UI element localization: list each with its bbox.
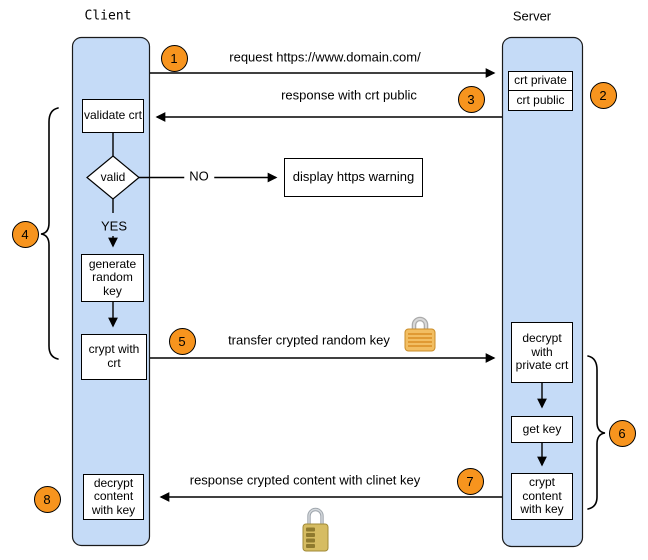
step-badge-1: 1 xyxy=(160,44,188,72)
server-lifeline xyxy=(501,36,584,548)
decrypt-with-private-crt-node: decrypt with private crt xyxy=(511,322,573,383)
server-actor-label: Server xyxy=(512,8,552,24)
crypt-with-crt-node: crypt with crt xyxy=(81,334,147,380)
transfer-key-message-label: transfer crypted random key xyxy=(228,332,390,348)
valid-diamond-label: valid xyxy=(100,170,126,184)
yes-branch-label: YES xyxy=(100,218,128,234)
generate-random-key-node: generate random key xyxy=(81,254,144,302)
step-badge-2: 2 xyxy=(589,81,617,109)
right-brace-step6 xyxy=(587,355,606,510)
crt-private-node: crt private xyxy=(508,71,573,91)
step-badge-6: 6 xyxy=(608,419,636,447)
padlock-closed-icon xyxy=(404,316,436,352)
request-message-label: request https://www.domain.com/ xyxy=(229,49,421,65)
response-content-message-label: response crypted content with clinet key xyxy=(189,472,421,488)
step-badge-7: 7 xyxy=(456,467,484,495)
response-crt-message-label: response with crt public xyxy=(281,87,417,103)
valid-decision-diamond xyxy=(86,155,140,200)
decrypt-content-with-key-node: decrypt content with key xyxy=(83,474,144,520)
crt-public-node: crt public xyxy=(508,90,573,111)
validate-crt-node: validate crt xyxy=(82,99,144,133)
get-key-node: get key xyxy=(511,416,573,443)
step-badge-5: 5 xyxy=(168,327,196,355)
crypt-content-with-key-node: crypt content with key xyxy=(511,473,573,520)
step-badge-4: 4 xyxy=(11,220,39,248)
combination-padlock-icon xyxy=(302,507,329,552)
left-brace-step4 xyxy=(40,107,59,360)
display-https-warning-node: display https warning xyxy=(284,158,423,197)
step-badge-8: 8 xyxy=(33,485,61,513)
step-badge-3: 3 xyxy=(457,85,485,113)
no-branch-label: NO xyxy=(184,168,214,184)
client-actor-label: Client xyxy=(84,8,132,24)
